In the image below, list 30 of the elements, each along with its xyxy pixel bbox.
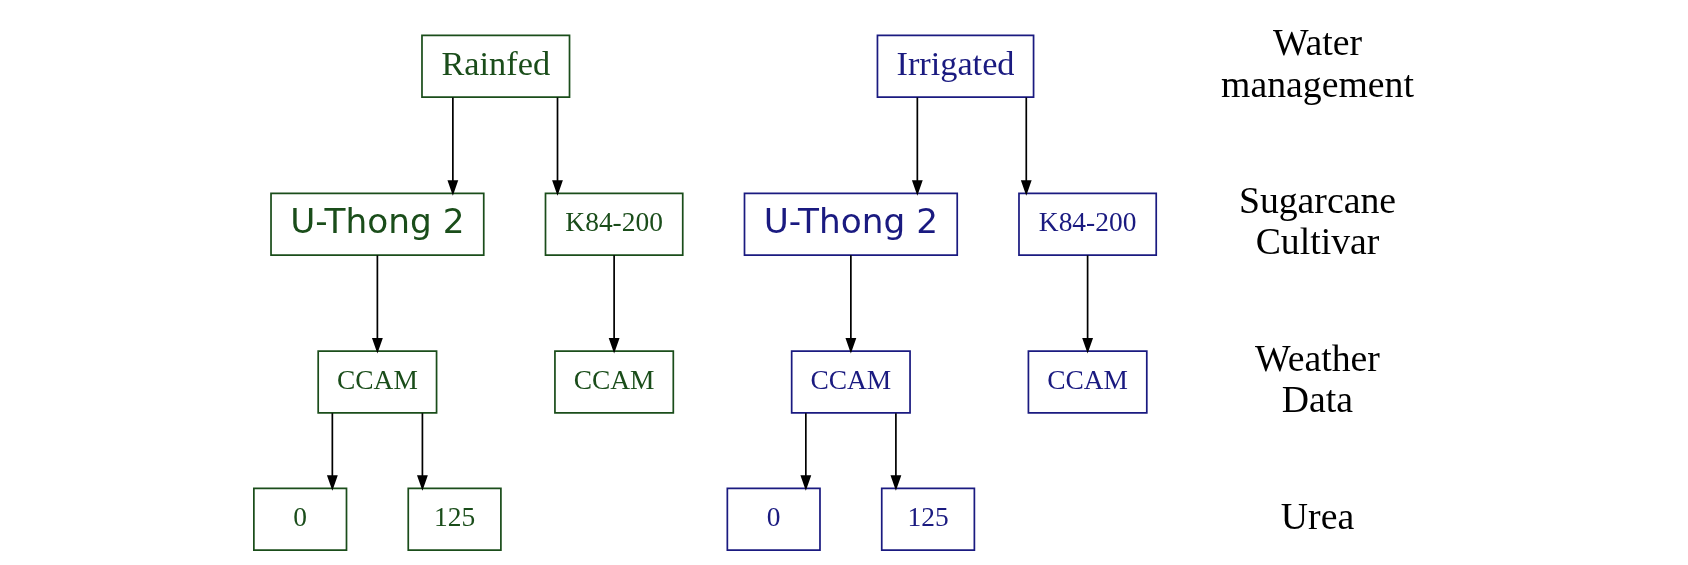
label: Sugarcane Cultivar (1238, 179, 1397, 263)
label: Water management (1221, 21, 1414, 105)
node-box: CCAM (1027, 350, 1148, 414)
arrow (447, 96, 459, 196)
arrow (1020, 96, 1032, 196)
arrow (326, 412, 338, 491)
node-box: K84-200 (1018, 192, 1158, 256)
arrow (371, 254, 383, 354)
node-box: 0 (726, 487, 821, 551)
node-box: CCAM (317, 350, 438, 414)
node-box: U-Thong 2 (270, 192, 485, 256)
arrow (417, 412, 428, 491)
node-box: U-Thong 2 (743, 192, 959, 256)
arrow (911, 96, 923, 196)
node-box: 0 (253, 487, 348, 551)
node-box: CCAM (554, 350, 675, 414)
label: Weather Data (1255, 337, 1380, 421)
node-box: 125 (407, 487, 502, 551)
arrow (1082, 254, 1094, 354)
node-box: Irrigated (876, 34, 1035, 99)
node-box: 125 (880, 487, 976, 551)
node-box: CCAM (790, 350, 911, 414)
node-box: Rainfed (421, 34, 571, 99)
arrow (608, 254, 620, 354)
node-box: K84-200 (544, 192, 684, 256)
arrow (800, 412, 812, 491)
arrow (890, 412, 902, 491)
arrow (552, 96, 563, 196)
arrow (845, 254, 857, 354)
label: Urea (1280, 494, 1355, 537)
